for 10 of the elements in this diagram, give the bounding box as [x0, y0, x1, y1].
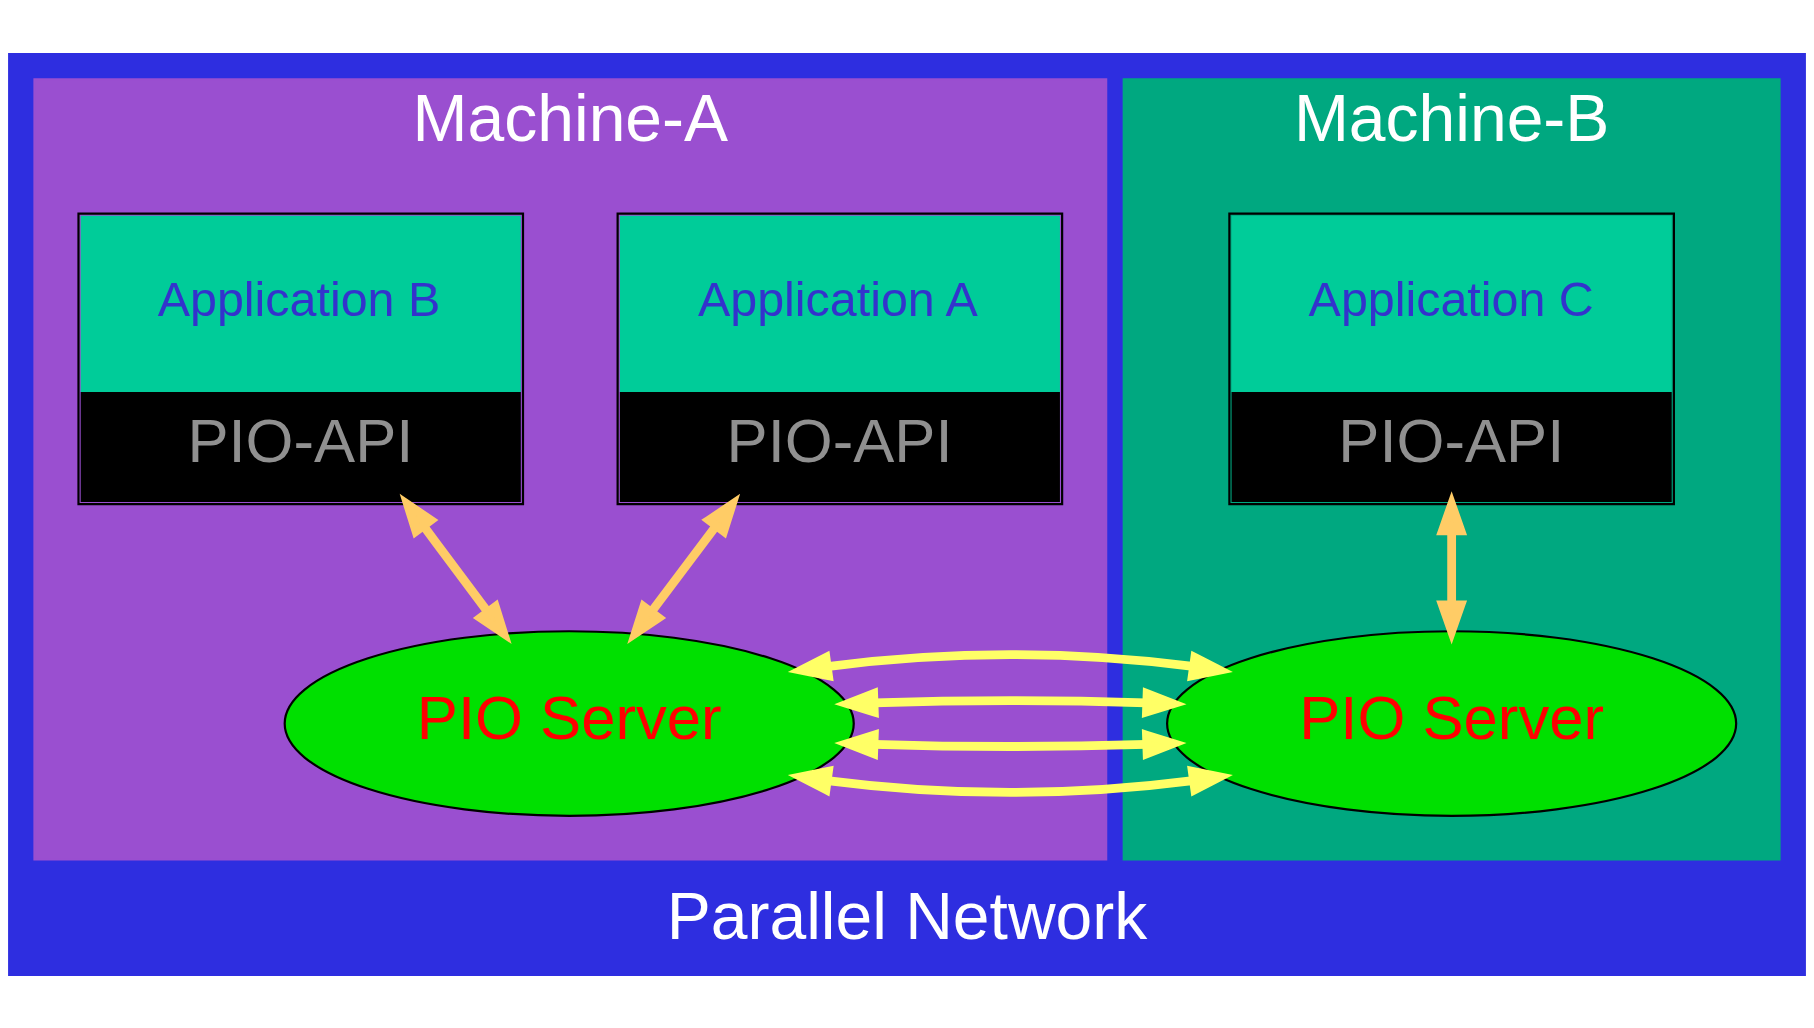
caption: Parallel Network [666, 878, 1148, 953]
arrow [787, 649, 1233, 681]
arrow [399, 493, 512, 644]
arrow [834, 728, 1187, 760]
arrow [834, 686, 1187, 718]
arrow [627, 493, 741, 644]
node-ellipse: PIO Server [1166, 629, 1738, 817]
node-ellipse: PIO Server [283, 629, 855, 817]
arrow [1436, 490, 1468, 645]
arrow [787, 765, 1233, 797]
